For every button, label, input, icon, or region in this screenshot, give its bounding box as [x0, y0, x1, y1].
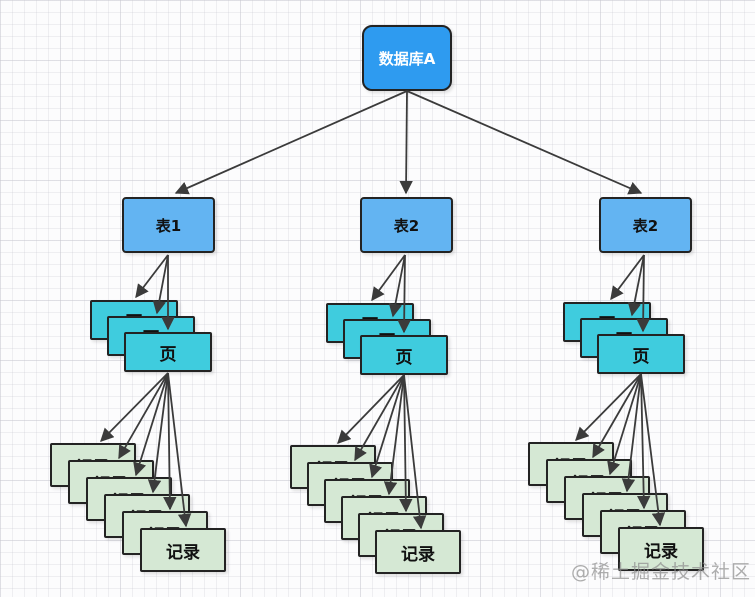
node-record[interactable]: 记录 — [375, 530, 461, 574]
node-page[interactable]: 页 — [360, 335, 448, 375]
node-page[interactable]: 页 — [124, 332, 212, 372]
node-record[interactable]: 记录 — [140, 528, 226, 572]
node-record[interactable]: 记录 — [618, 527, 704, 571]
node-table-1[interactable]: 表1 — [122, 197, 215, 253]
node-table-3[interactable]: 表2 — [599, 197, 692, 253]
node-page[interactable]: 页 — [597, 334, 685, 374]
watermark-text: @稀土掘金技术社区 — [571, 561, 752, 583]
node-database-a[interactable]: 数据库A — [362, 25, 452, 91]
node-table-2[interactable]: 表2 — [360, 197, 453, 253]
